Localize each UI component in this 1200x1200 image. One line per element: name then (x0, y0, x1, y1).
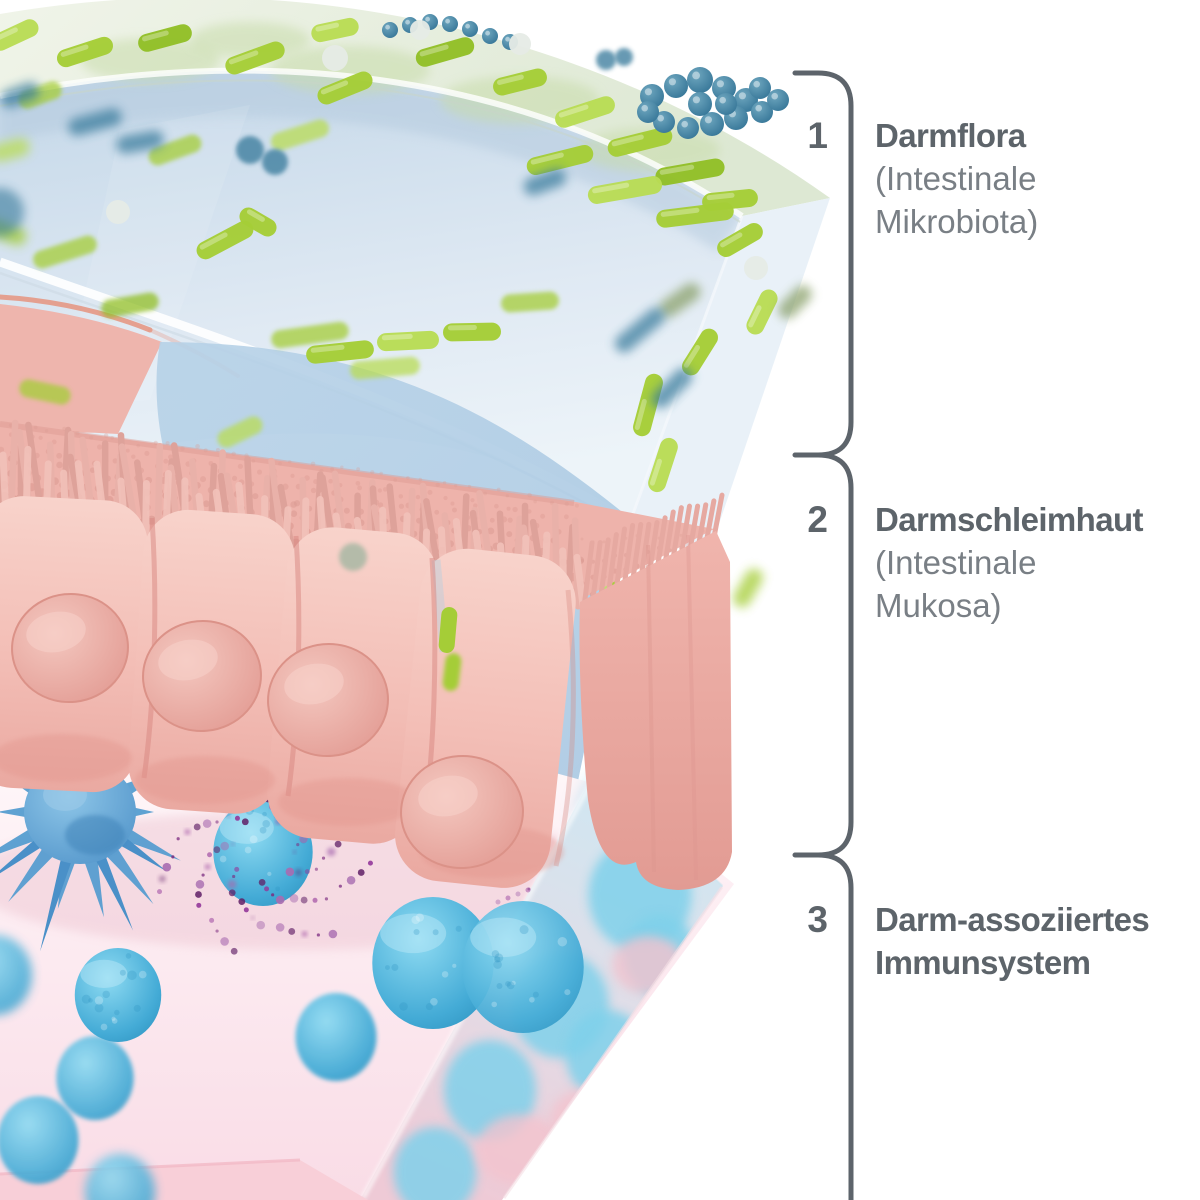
antigen-dot-cloud (157, 745, 531, 955)
label-number-1: 1 (807, 115, 828, 156)
lymphocyte-cells (0, 798, 584, 1200)
mucosa-cell-block (0, 419, 732, 890)
label-subtitle-line: Mikrobiota) (875, 203, 1039, 240)
label-subtitle-line: (Intestinale (875, 544, 1037, 581)
label-immunsystem: 3 Darm-assoziiertes Immunsystem (780, 898, 1149, 984)
section-bracket-line (792, 70, 854, 1200)
label-title-immunsystem-2: Immunsystem (875, 944, 1091, 981)
label-subtitle-line: (Intestinale (875, 160, 1037, 197)
label-darmschleimhaut: 2 Darmschleimhaut (Intestinale Mukosa) (780, 498, 1143, 627)
glass-right-face (630, 198, 830, 562)
cell-nucleus (11, 592, 524, 870)
mucus-back-surface (0, 304, 162, 436)
label-number-3: 3 (807, 899, 828, 940)
label-title-immunsystem-1: Darm-assoziiertes (875, 901, 1150, 938)
label-title-darmflora: Darmflora (875, 117, 1026, 154)
bacteria-group (0, 14, 812, 664)
label-darmflora: 1 Darmflora (Intestinale Mikrobiota) (780, 114, 1038, 243)
epithelial-cell-side-face (579, 531, 732, 890)
label-number-2: 2 (807, 499, 828, 540)
label-subtitle-line: Mukosa) (875, 587, 1002, 624)
label-title-darmschleimhaut: Darmschleimhaut (875, 501, 1144, 538)
